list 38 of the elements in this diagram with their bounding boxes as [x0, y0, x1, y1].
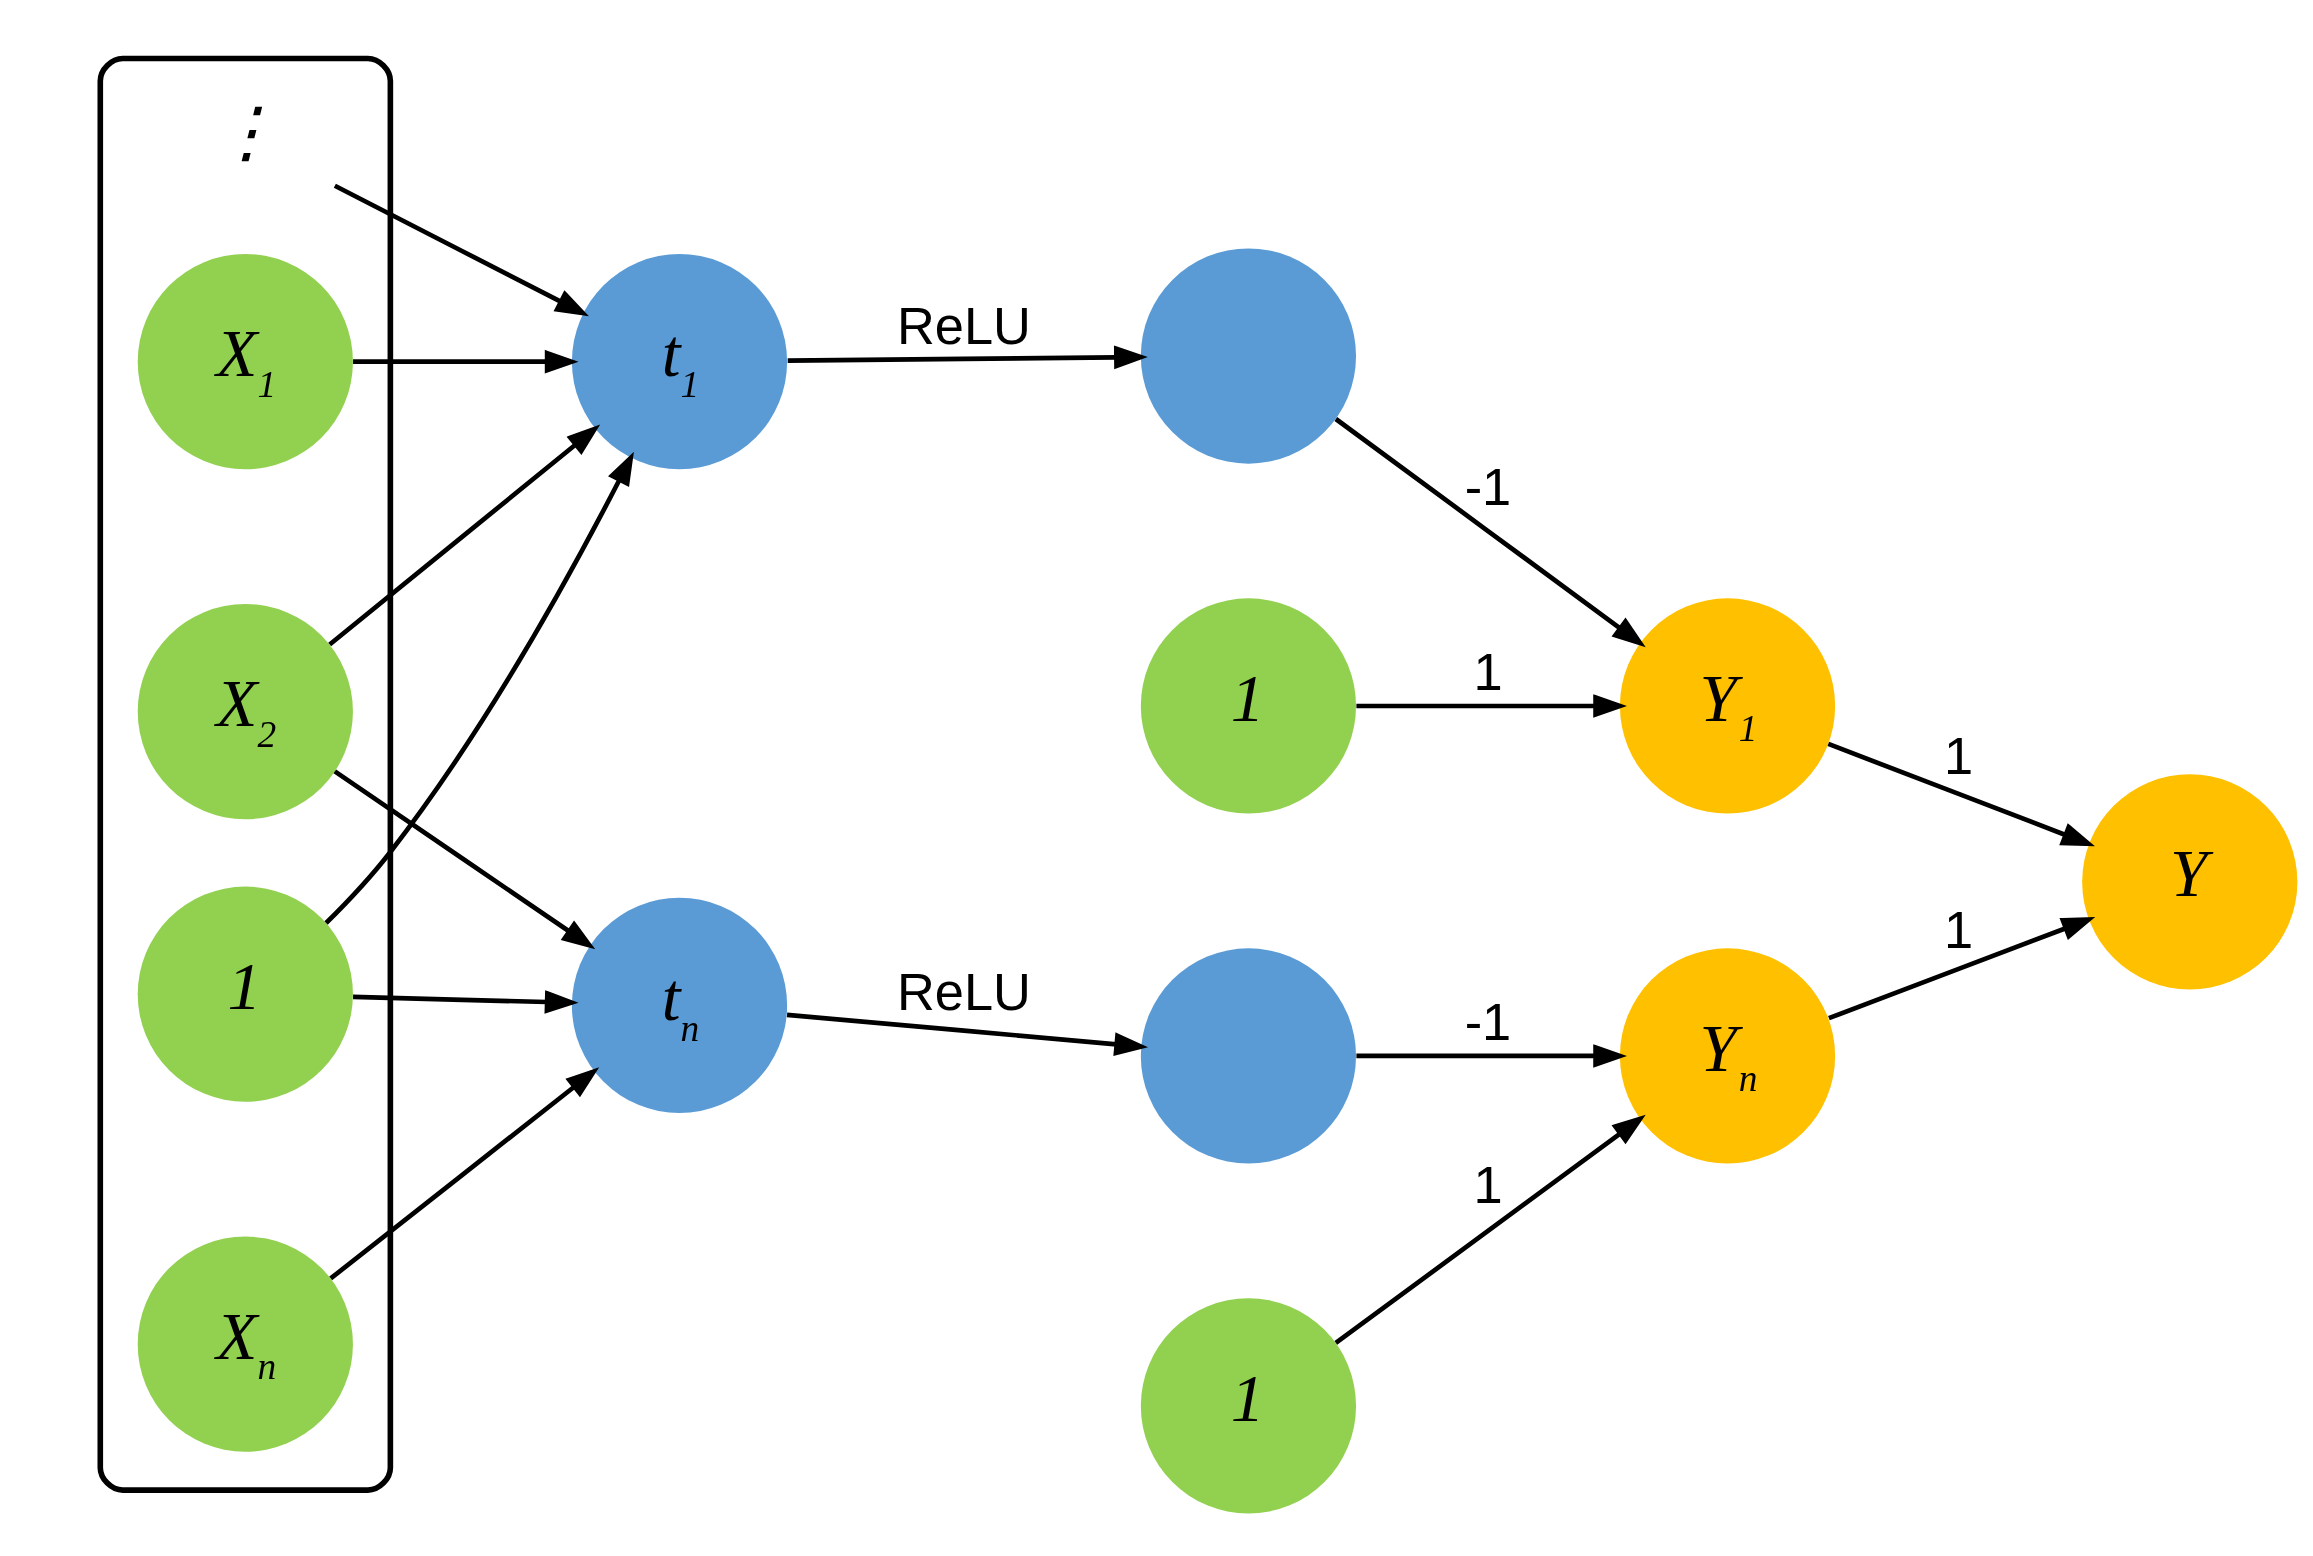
node-circle: X$_{n}$ — [137, 1236, 353, 1452]
node-circle: t$_{1}$ — [571, 253, 788, 469]
arrow — [1334, 1114, 1646, 1345]
cluster — [97, 55, 394, 1493]
node-circle: Y — [2082, 773, 2298, 989]
edge-label: 1 — [1473, 642, 1503, 701]
edge-label: ReLU — [896, 296, 1031, 355]
arrow — [328, 424, 601, 646]
edge-label: 1 — [1944, 900, 1974, 959]
arrow — [1827, 741, 2095, 846]
arrow — [353, 349, 579, 373]
arrow — [786, 1012, 1149, 1056]
node-circle: 1 — [1140, 1297, 1357, 1513]
node-circle: t$_{n}$ — [571, 897, 788, 1113]
node-text: ⋮ — [212, 94, 280, 170]
arrow — [324, 451, 634, 925]
edge-label: -1 — [1464, 992, 1512, 1051]
arrow — [1356, 1043, 1627, 1068]
arrow — [329, 1066, 600, 1280]
edge-label: 1 — [1944, 726, 1974, 785]
edge-label: -1 — [1464, 457, 1512, 516]
node-circle: X$_{1}$ — [137, 253, 353, 469]
arrow — [1334, 416, 1646, 647]
node-circle: X$_{2}$ — [137, 603, 353, 819]
edge-label: 1 — [1473, 1155, 1503, 1214]
node-circle — [1140, 247, 1357, 464]
arrow — [1828, 916, 2096, 1020]
arrow — [333, 183, 589, 316]
node-circle: Y$_{n}$ — [1619, 947, 1836, 1164]
arrow — [787, 345, 1148, 369]
arrow — [1356, 693, 1627, 718]
node-circle: 1 — [137, 886, 353, 1102]
arrow — [333, 768, 596, 949]
arrow — [353, 989, 579, 1014]
node-circle: Y$_{1}$ — [1619, 597, 1836, 814]
node-circle: 1 — [1140, 597, 1357, 814]
edge-label: ReLU — [896, 962, 1031, 1021]
node-circle — [1140, 947, 1357, 1164]
